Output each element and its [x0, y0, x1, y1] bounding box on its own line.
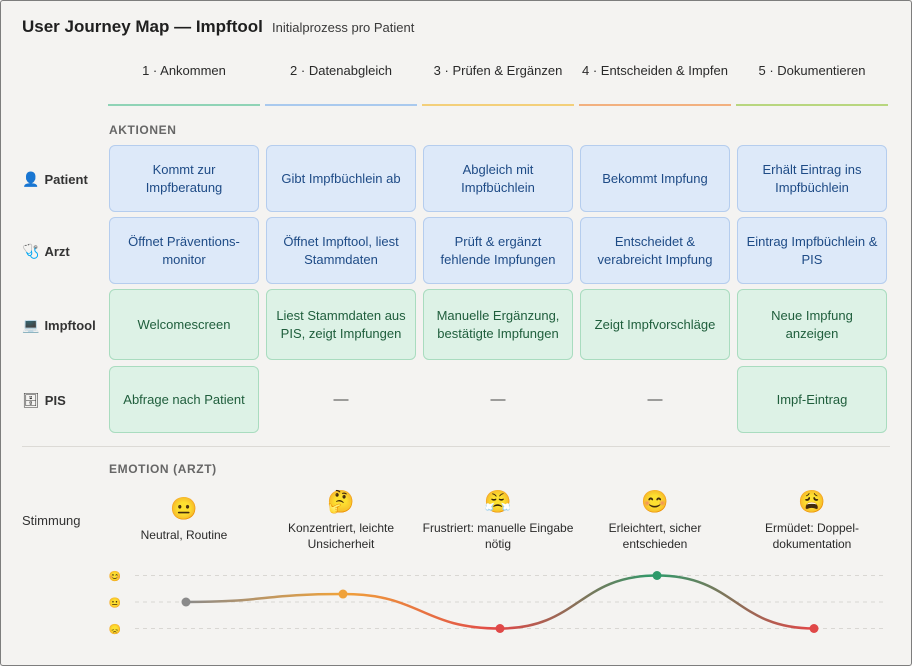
emotion-curve-line — [185, 574, 815, 630]
row-label-text: Patient — [44, 172, 88, 187]
emotion-emoji-icon: 😩 — [798, 489, 826, 514]
emotion-label: Neutral, Routine — [140, 528, 228, 542]
section-label-actions: AKTIONEN — [109, 123, 177, 137]
row-label-arzt: 🩺 Arzt — [22, 243, 70, 260]
scale-emoji-icon: 😐 — [109, 597, 121, 609]
journey-card: Öffnet Impftool, liest Stammdaten — [266, 217, 416, 284]
journey-card: Bekommt Impfung — [580, 145, 730, 212]
stage-header-2: 2 · Datenabgleich — [290, 63, 392, 78]
laptop-icon: 💻 — [22, 317, 40, 333]
emotion-emoji-icon: 🤔 — [327, 489, 355, 514]
emotion-label: Konzentriert, leichte Unsicherheit — [287, 521, 395, 551]
journey-card: Abfrage nach Patient — [109, 366, 259, 433]
stage-underline-3 — [422, 104, 574, 106]
emotion-emoji-icon: 😤 — [484, 489, 512, 514]
emotion-point — [809, 624, 819, 633]
journey-card: Eintrag Impfbüchlein & PIS — [737, 217, 887, 284]
section-divider — [22, 446, 890, 447]
journey-card: Öffnet Präventions-monitor — [109, 217, 259, 284]
stage-underline-5 — [736, 104, 888, 106]
stage-underline-4 — [579, 104, 731, 106]
emotion-label: Ermüdet: Doppel-dokumentation — [764, 521, 860, 551]
emotion-point — [181, 597, 191, 607]
journey-card: Abgleich mit Impfbüchlein — [423, 145, 573, 212]
journey-card: — — [647, 390, 663, 408]
emotion-point — [338, 589, 348, 599]
journey-card: — — [490, 390, 506, 408]
journey-card: Gibt Impfbüchlein ab — [266, 145, 416, 212]
journey-card: Zeigt Impfvorschläge — [580, 289, 730, 360]
page-subtitle: Initialprozess pro Patient — [272, 20, 415, 35]
journey-card: Prüft & ergänzt fehlende Impfungen — [423, 217, 573, 284]
stethoscope-icon: 🩺 — [22, 243, 40, 259]
stage-header-3: 3 · Prüfen & Ergänzen — [433, 63, 563, 78]
emotion-point — [495, 624, 505, 633]
emotion-point — [652, 571, 662, 580]
stage-underline-1 — [108, 104, 260, 106]
section-label-emotion: EMOTION (ARZT) — [109, 462, 217, 476]
row-label-text: Arzt — [44, 244, 70, 259]
scale-emoji-icon: 😞 — [109, 624, 121, 636]
journey-card: Welcomescreen — [109, 289, 259, 360]
patient-icon: 👤 — [22, 171, 40, 187]
page-title: User Journey Map — Impftool — [22, 17, 263, 36]
emotion-label: Frustriert: manuelle Eingabe nötig — [422, 521, 574, 551]
row-label-text: PIS — [44, 393, 66, 408]
stage-underline-2 — [265, 104, 417, 106]
cabinet-icon: 🗄 — [22, 392, 40, 408]
emotion-label: Erleichtert, sicher entschieden — [608, 521, 702, 551]
emotion-emoji-icon: 😊 — [641, 489, 669, 514]
journey-card: Manuelle Ergänzung, bestätigte Impfungen — [423, 289, 573, 360]
journey-card: Impf-Eintrag — [737, 366, 887, 433]
scale-emoji-icon: 😊 — [109, 571, 121, 583]
row-label-impftool: 💻 Impftool — [22, 317, 96, 334]
stage-header-5: 5 · Dokumentieren — [758, 63, 866, 78]
journey-card: Kommt zur Impfberatung — [109, 145, 259, 212]
row-label-stimmung: Stimmung — [22, 513, 81, 528]
stage-header-1: 1 · Ankommen — [142, 63, 226, 78]
row-label-text: Impftool — [44, 318, 96, 333]
emotion-emoji-icon: 😐 — [170, 496, 198, 521]
journey-card: — — [333, 390, 349, 408]
row-label-pis: 🗄 PIS — [22, 392, 66, 409]
journey-card: Neue Impfung anzeigen — [737, 289, 887, 360]
journey-card: Entscheidet & verabreicht Impfung — [580, 217, 730, 284]
journey-card: Liest Stammdaten aus PIS, zeigt Impfunge… — [266, 289, 416, 360]
row-label-patient: 👤 Patient — [22, 171, 88, 188]
stage-header-4: 4 · Entscheiden & Impfen — [582, 63, 728, 78]
journey-card: Erhält Eintrag ins Impfbüchlein — [737, 145, 887, 212]
